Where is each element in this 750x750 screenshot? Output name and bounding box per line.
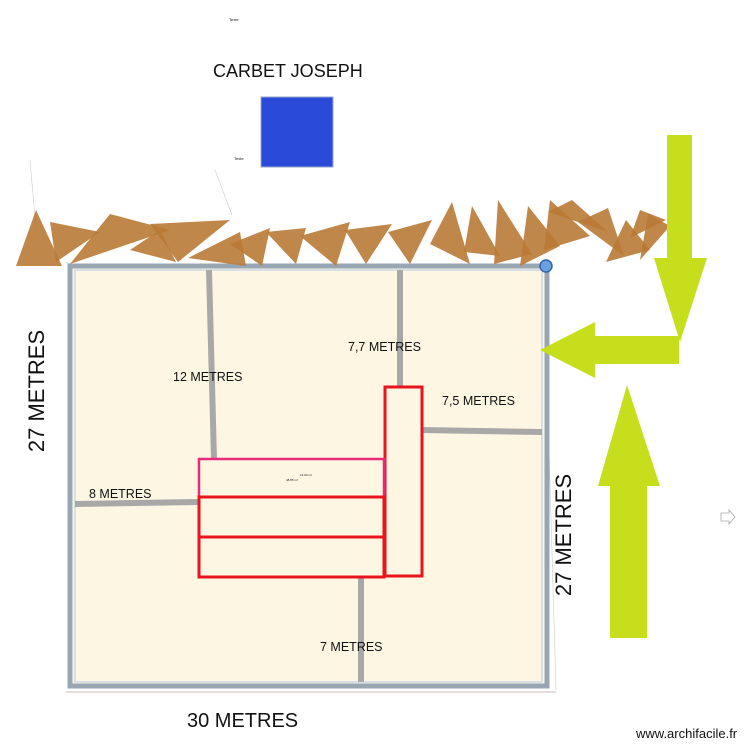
blue-square-marker <box>260 96 334 168</box>
dim-7-5m-label: 7,5 METRES <box>442 394 515 408</box>
dim-12m-label: 12 METRES <box>173 370 242 384</box>
room-area-label-b: 48.85 m² <box>286 478 298 482</box>
archifacile-watermark: www.archifacile.fr <box>635 726 738 741</box>
lot-inner-border <box>74 269 543 683</box>
room-area-label-a: 13.03 m² <box>300 473 312 477</box>
arrow-left <box>540 322 679 378</box>
lot-outline <box>67 263 550 689</box>
dim-bottom-width: 30 METRES <box>187 710 298 732</box>
path-8m <box>74 499 199 507</box>
path-7-5m <box>420 427 543 435</box>
dim-left-height: 27 METRES <box>24 330 49 452</box>
path-12m <box>206 269 217 460</box>
tiny-label-side: Texte <box>234 156 244 161</box>
arrow-up <box>598 385 660 638</box>
dim-7-7m-label: 7,7 METRES <box>348 340 421 354</box>
building-room-3 <box>197 535 386 579</box>
small-right-arrow-icon <box>720 508 736 526</box>
wind-arrows <box>16 200 670 266</box>
tiny-label-top: Texte <box>229 17 239 22</box>
plan-title: CARBET JOSEPH <box>213 61 363 81</box>
arrow-down <box>654 135 707 342</box>
corner-marker <box>539 259 553 273</box>
building-footprint <box>197 385 424 579</box>
dim-right-height: 27 METRES <box>551 474 576 596</box>
distance-paths <box>74 269 543 682</box>
dim-7m-label: 7 METRES <box>320 640 383 654</box>
green-arrows <box>540 135 707 638</box>
dim-8m-label: 8 METRES <box>89 487 152 501</box>
